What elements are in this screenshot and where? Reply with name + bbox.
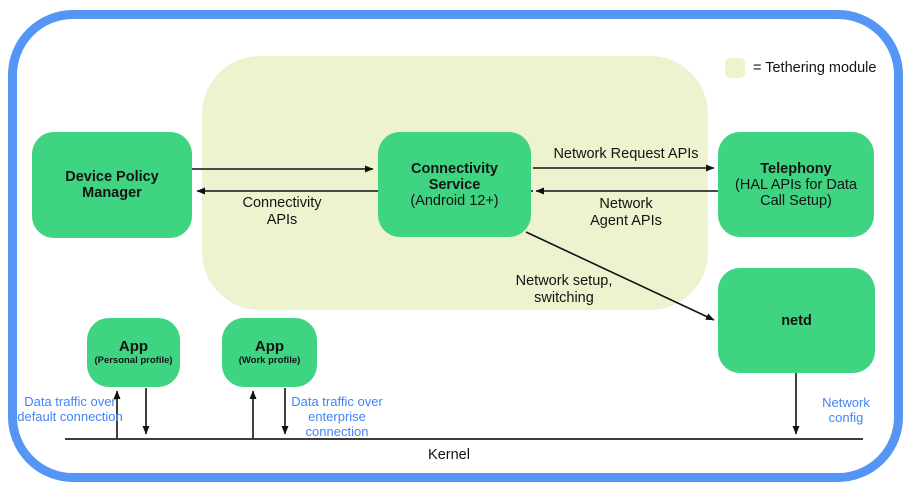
node-title-line: Service [428,176,481,193]
node-title-line: Manager [82,185,142,201]
node-title-line: Connectivity [410,160,498,177]
node-title: Telephony [760,160,832,177]
label-line: Agent APIs [590,213,662,229]
label-network-request-apis: Network Request APIs [546,146,706,163]
node-app-personal: App (Personal profile) [87,318,180,387]
label-data-traffic-enterprise: Data traffic over enterprise connection [276,394,398,439]
label-line: Network Request APIs [553,146,699,162]
label-line: APIs [266,212,298,228]
label-connectivity-apis: Connectivity APIs [222,195,342,229]
node-title-line: Device Policy [65,169,159,185]
node-title: netd [781,312,812,329]
label-line: Connectivity [242,195,322,211]
label-data-traffic-default: Data traffic over default connection [16,394,124,424]
label-line: Data traffic over [24,394,116,409]
node-subtitle: (Work profile) [238,355,301,366]
node-subtitle: (Personal profile) [94,355,173,366]
node-connectivity-service: Connectivity Service (Android 12+) [378,132,531,237]
node-netd: netd [718,268,875,373]
node-title: App [118,338,149,355]
label-network-config: Network config [806,395,886,425]
node-subtitle-line: (HAL APIs for Data [735,176,857,193]
node-app-work: App (Work profile) [222,318,317,387]
label-line: Network [599,196,653,212]
label-line: switching [534,290,594,306]
label-line: Network setup, [515,273,613,289]
label-network-agent-apis: Network Agent APIs [566,196,686,230]
label-network-setup-switching: Network setup, switching [494,273,634,307]
node-subtitle: (Android 12+) [410,192,499,209]
label-line: enterprise connection [305,409,369,439]
outer-frame-border [8,10,903,482]
kernel-boundary-line [65,438,863,440]
node-title: App [254,338,285,355]
node-device-policy-manager: Device Policy Manager [32,132,192,238]
label-line: default connection [17,409,123,424]
legend-label: = Tethering module [753,60,877,76]
node-subtitle-line: Call Setup) [760,192,832,209]
label-line: config [828,410,864,425]
node-telephony: Telephony (HAL APIs for Data Call Setup) [718,132,874,237]
label-line: Data traffic over [291,394,383,409]
kernel-label: Kernel [428,447,470,463]
tethering-module-swatch [725,58,745,78]
label-line: Network [822,395,870,410]
